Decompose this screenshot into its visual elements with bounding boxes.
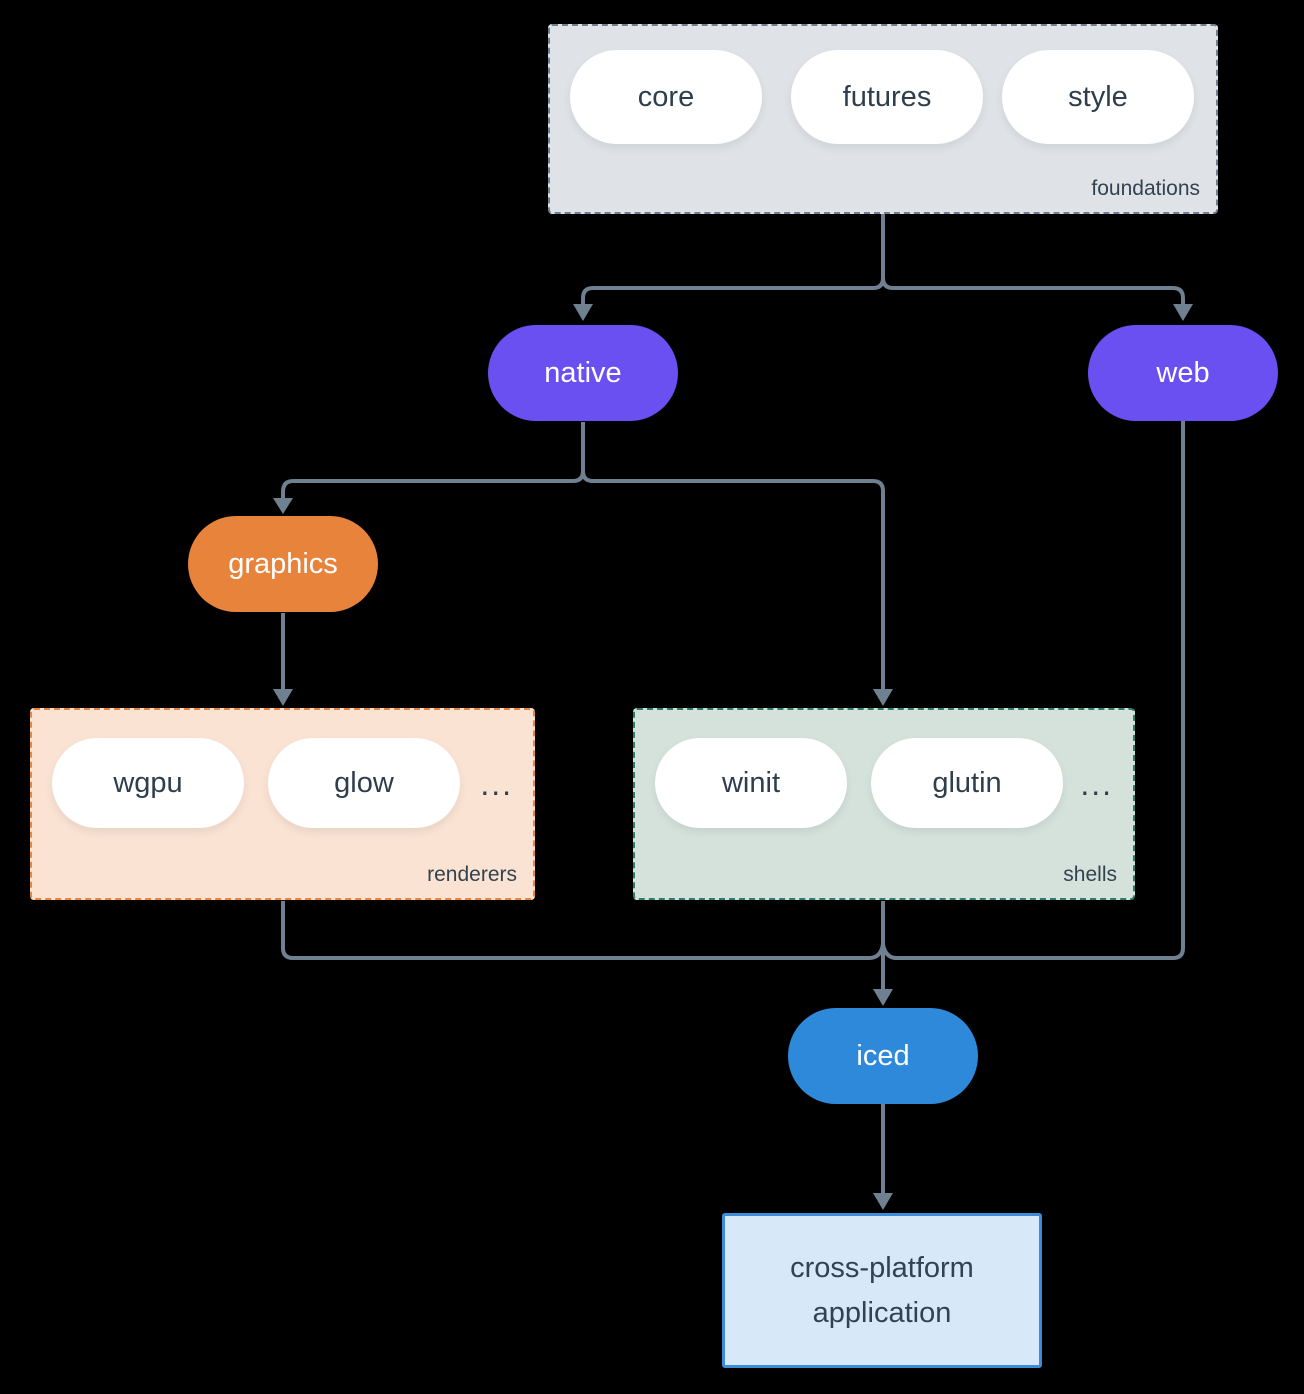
edge-native-shells xyxy=(581,422,885,691)
arrowhead-native xyxy=(573,304,593,321)
node-pill-winit: winit xyxy=(655,738,847,828)
group-label-shells: shells xyxy=(1063,863,1117,886)
group-label-foundations: foundations xyxy=(1091,177,1200,200)
node-label: iced xyxy=(856,1039,910,1072)
node-iced: iced xyxy=(788,1008,978,1104)
pill-label: futures xyxy=(842,80,932,113)
node-pill-style: style xyxy=(1002,50,1194,144)
node-label: web xyxy=(1156,356,1210,389)
edge-foundations-native xyxy=(581,214,885,310)
application-label-line1: cross-platform xyxy=(790,1251,974,1284)
node-label: native xyxy=(544,356,622,389)
arrowhead-web xyxy=(1173,304,1193,321)
group-shells: winit glutin ... shells xyxy=(633,708,1135,900)
edge-web-iced xyxy=(881,420,1185,960)
node-application: cross-platform application xyxy=(722,1213,1042,1368)
pill-label: winit xyxy=(721,766,780,799)
edge-native-graphics xyxy=(281,422,585,504)
node-web: web xyxy=(1088,325,1278,421)
edge-renderers-iced xyxy=(281,901,885,960)
arrowhead-renderers xyxy=(273,689,293,706)
node-pill-glutin: glutin xyxy=(871,738,1063,828)
arrowhead-iced xyxy=(873,989,893,1006)
node-pill-futures: futures xyxy=(791,50,983,144)
node-pill-glow: glow xyxy=(268,738,460,828)
node-pill-core: core xyxy=(570,50,762,144)
node-pill-wgpu: wgpu xyxy=(52,738,244,828)
arrowhead-graphics xyxy=(273,498,293,514)
pill-label: glow xyxy=(334,766,394,799)
shells-ellipsis: ... xyxy=(1080,766,1113,802)
edge-foundations-web xyxy=(881,214,1185,310)
renderers-ellipsis: ... xyxy=(480,766,513,802)
group-label-renderers: renderers xyxy=(427,863,517,886)
arrowhead-application xyxy=(873,1193,893,1210)
arrowhead-shells xyxy=(873,689,893,706)
pill-label: glutin xyxy=(932,766,1002,799)
group-foundations: core futures style foundations xyxy=(548,24,1218,214)
node-graphics: graphics xyxy=(188,516,378,612)
application-label-line2: application xyxy=(812,1296,952,1329)
node-native: native xyxy=(488,325,678,421)
pill-label: core xyxy=(637,80,695,113)
node-label: graphics xyxy=(228,547,338,580)
pill-label: style xyxy=(1068,80,1128,113)
pill-label: wgpu xyxy=(113,766,183,799)
group-renderers: wgpu glow ... renderers xyxy=(30,708,535,900)
